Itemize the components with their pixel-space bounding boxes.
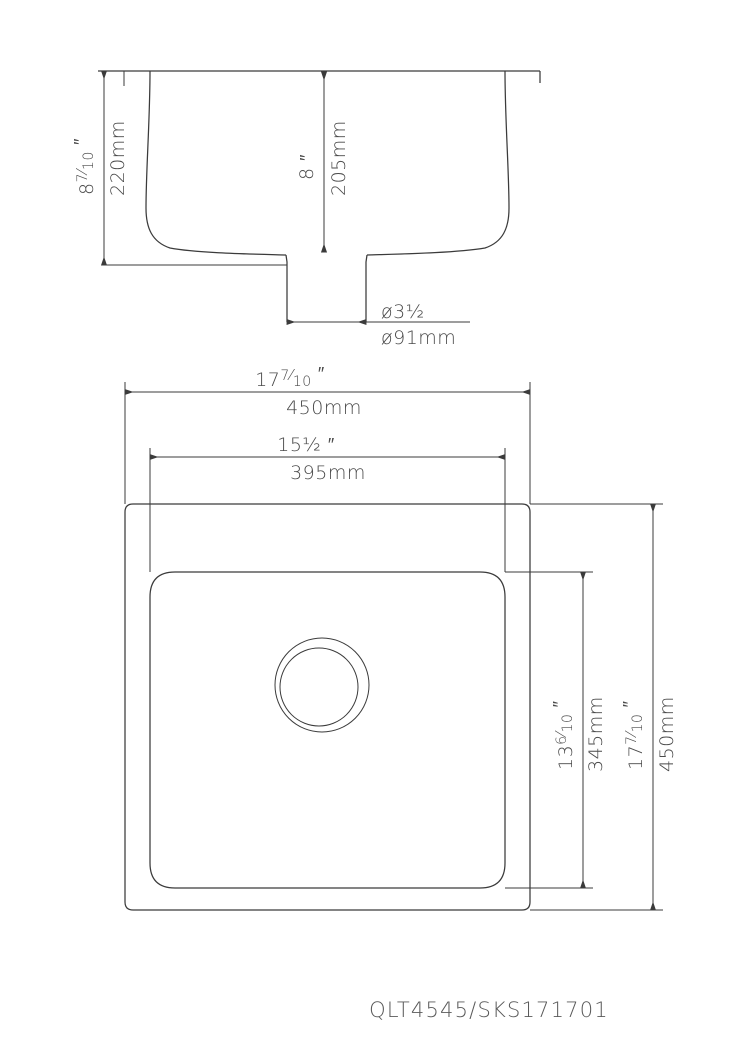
bowl-width-unit: ″: [328, 435, 335, 456]
overall-ftb-unit: ″: [620, 700, 641, 707]
bowl-depth-whole: 8: [296, 167, 318, 180]
overall-width-denominator: 10: [293, 374, 312, 390]
svg-text:8 ″: 8 ″: [296, 154, 318, 180]
bowl-width-fraction: ½: [302, 434, 321, 456]
overall-ftb-numerator: 7: [624, 735, 640, 744]
elevation-drain-neck-left: [285, 254, 288, 322]
label-bowl-width-imperial: 15½ ″: [277, 434, 335, 456]
label-overall-front-to-back-metric: 450mm: [656, 696, 678, 772]
svg-text:345mm: 345mm: [585, 696, 607, 772]
plan-drain-inner-circle: [279, 647, 359, 727]
plan-drain-outer-circle: [274, 637, 370, 733]
svg-text:136⁄10 ″: 136⁄10 ″: [550, 700, 577, 770]
overall-depth-whole: 8: [76, 182, 98, 195]
bowl-ftb-unit: ″: [550, 700, 571, 707]
label-overall-depth-metric: 220mm: [107, 120, 129, 196]
svg-text:450mm: 450mm: [656, 696, 678, 772]
elevation-left-wall: [145, 70, 287, 256]
elevation-right-wall: [366, 70, 510, 256]
svg-text:87⁄10 ″: 87⁄10 ″: [71, 138, 98, 195]
overall-depth-unit: ″: [71, 138, 92, 145]
label-overall-front-to-back-imperial: 177⁄10 ″: [620, 700, 647, 770]
plan-bowl-outline: [149, 571, 506, 889]
overall-width-numerator: 7: [280, 368, 289, 384]
svg-text:205mm: 205mm: [328, 120, 350, 196]
elevation-drain-neck-right: [365, 254, 368, 322]
bowl-width-whole: 15: [277, 434, 302, 456]
overall-ftb-whole: 17: [625, 745, 647, 770]
bowl-ftb-denominator: 10: [560, 714, 576, 733]
plan-outer-flange-outline: [124, 503, 531, 911]
label-bowl-front-to-back-imperial: 136⁄10 ″: [550, 700, 577, 770]
overall-width-whole: 17: [255, 369, 280, 391]
part-number-label: QLT4545/SKS171701: [369, 998, 609, 1022]
plan-view: 177⁄10 ″ 450mm 15½ ″ 395mm 136⁄10 ″ 345m…: [124, 364, 678, 911]
label-bowl-depth-imperial: 8 ″: [296, 154, 318, 180]
bowl-depth-unit: ″: [297, 154, 318, 161]
overall-ftb-denominator: 10: [630, 714, 646, 733]
label-overall-width-metric: 450mm: [286, 397, 362, 419]
overall-depth-denominator: 10: [81, 151, 97, 170]
label-drain-diameter-imperial: ø3½: [381, 301, 425, 323]
overall-depth-numerator: 7: [75, 173, 91, 182]
svg-text:177⁄10 ″: 177⁄10 ″: [620, 700, 647, 770]
label-drain-diameter-metric: ø91mm: [381, 327, 456, 349]
label-bowl-depth-metric: 205mm: [328, 120, 350, 196]
overall-width-unit: ″: [318, 364, 325, 385]
elevation-view: 87⁄10 ″ 220mm 8 ″ 205mm ø3½ ø91mm: [71, 70, 541, 349]
label-overall-depth-imperial: 87⁄10 ″: [71, 138, 98, 195]
label-bowl-width-metric: 395mm: [290, 462, 366, 484]
svg-text:220mm: 220mm: [107, 120, 129, 196]
bowl-ftb-whole: 13: [555, 745, 577, 770]
label-overall-width-imperial: 177⁄10 ″: [255, 364, 325, 391]
label-bowl-front-to-back-metric: 345mm: [585, 696, 607, 772]
bowl-ftb-numerator: 6: [554, 735, 570, 744]
